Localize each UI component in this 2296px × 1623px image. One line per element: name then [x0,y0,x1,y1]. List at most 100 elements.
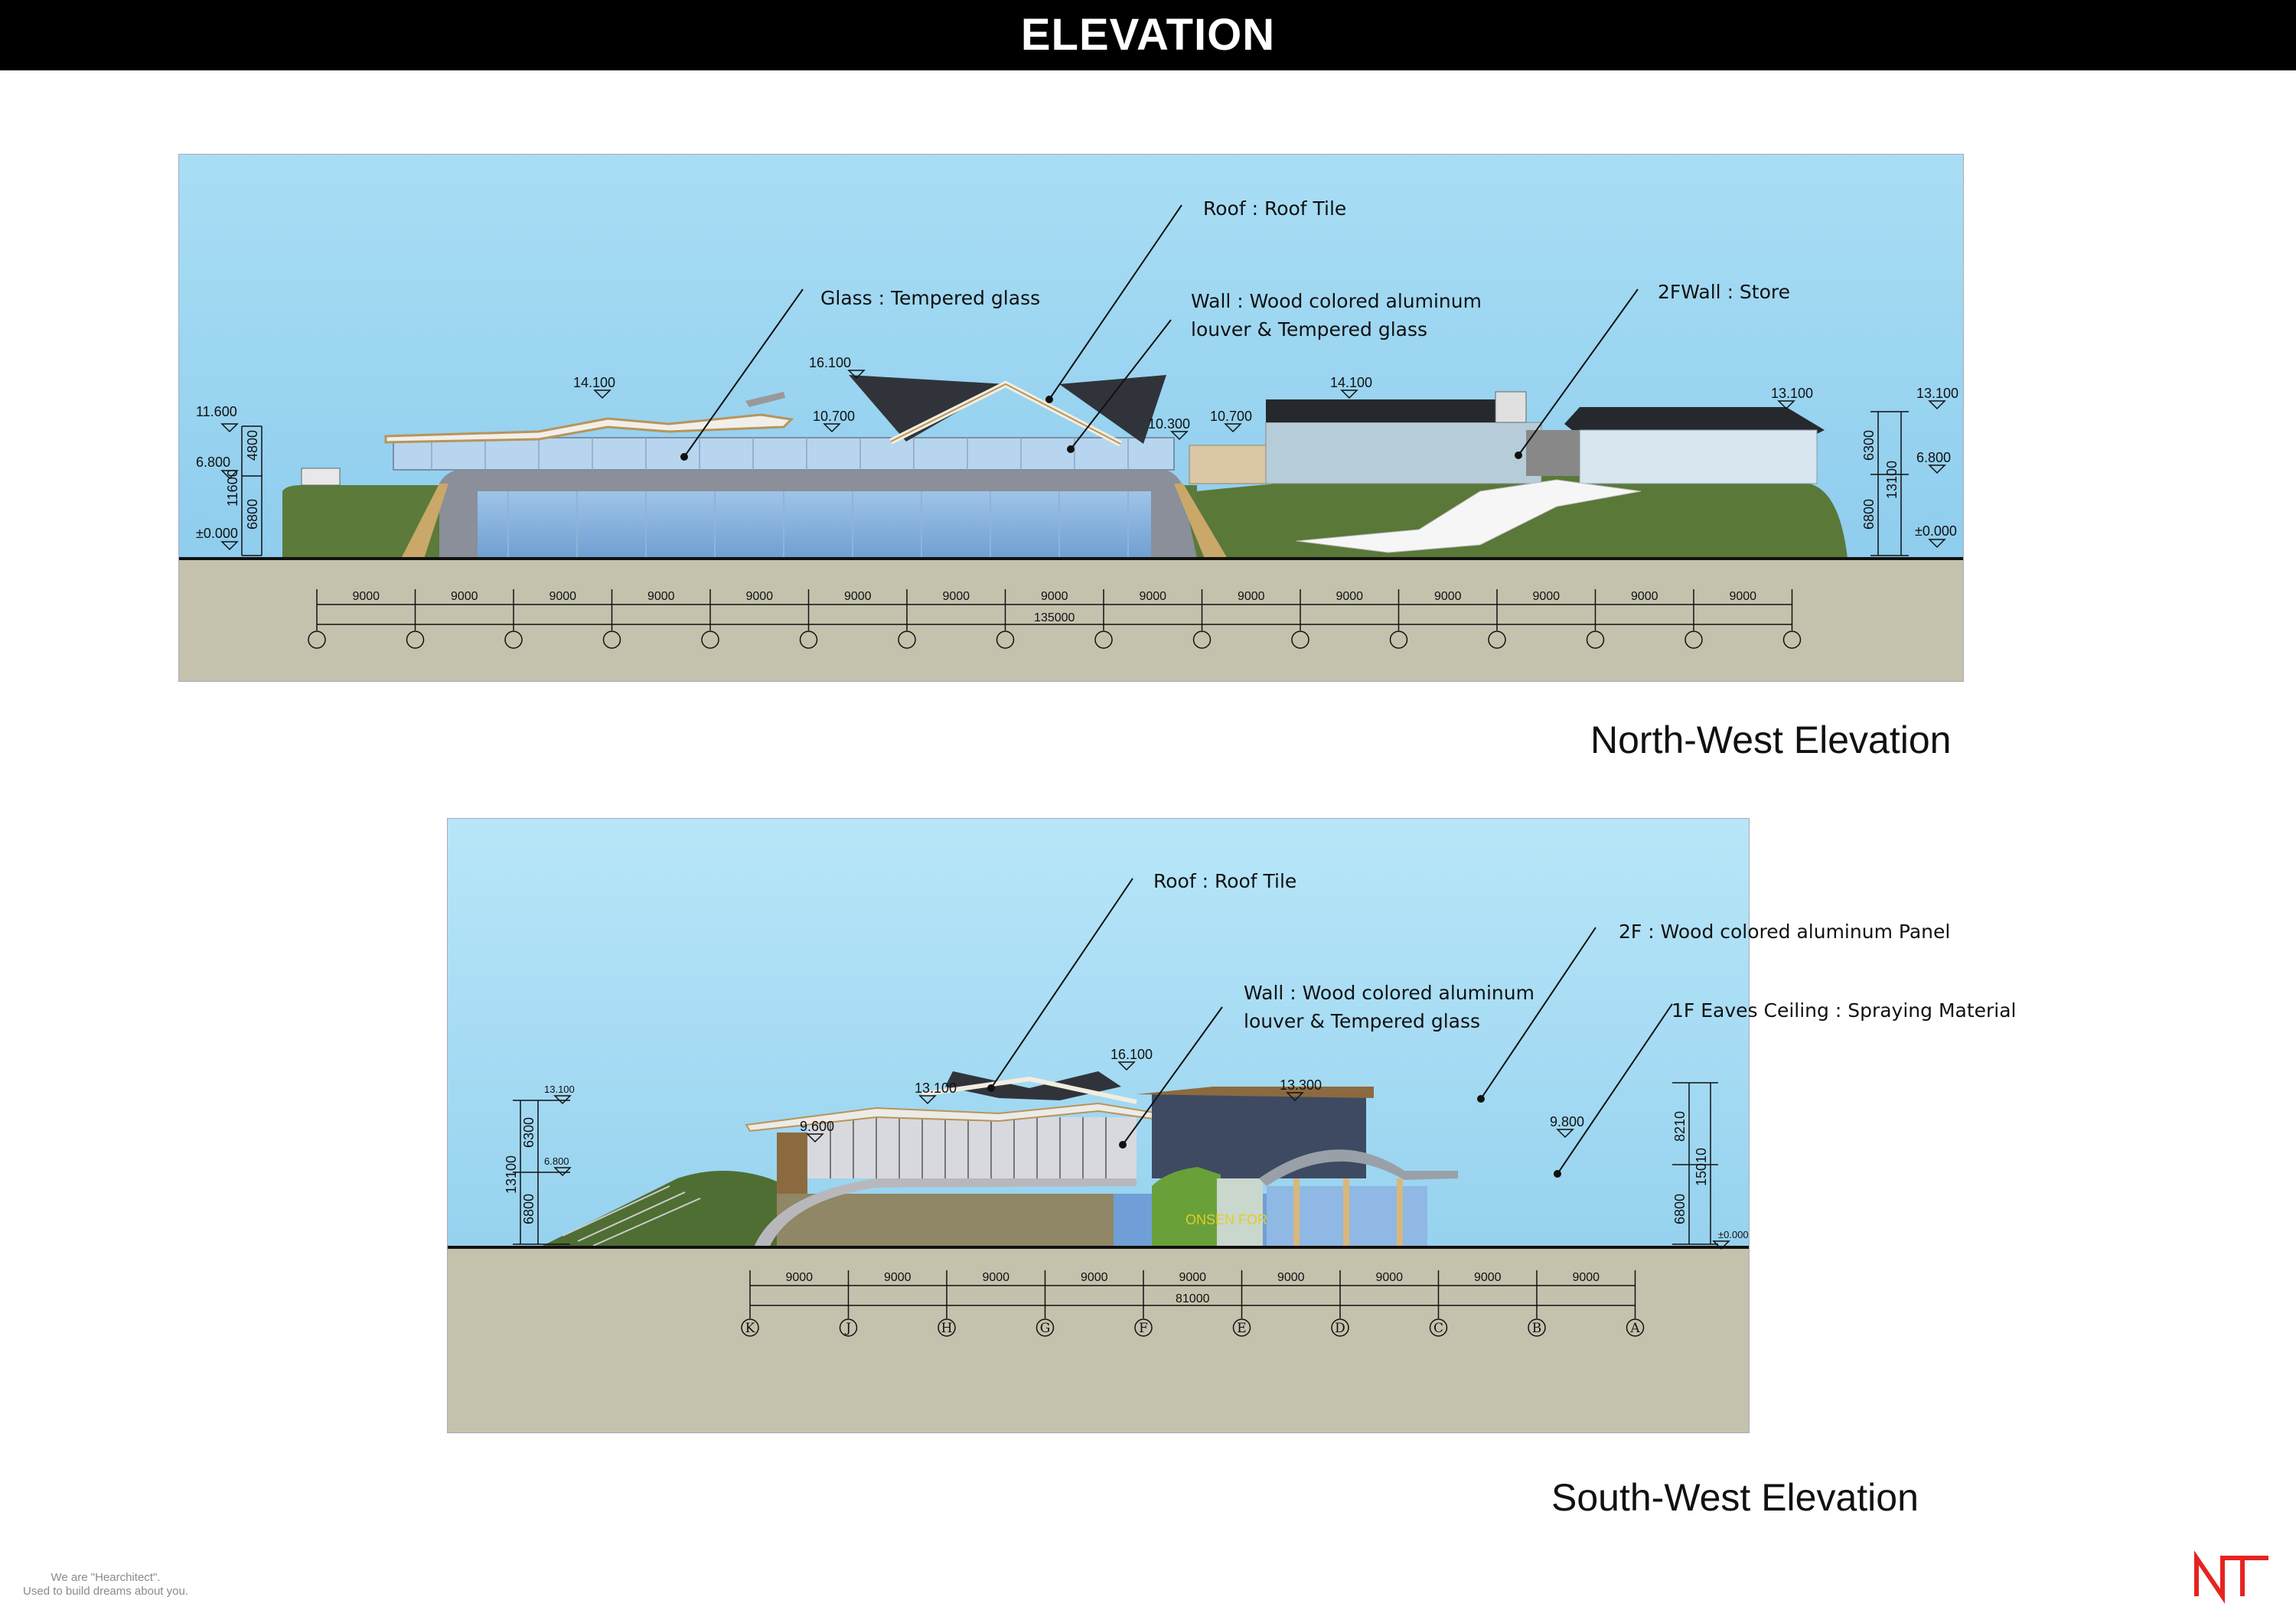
nw-grid-bubble [504,631,523,649]
nw-grid-bubble [1684,631,1703,649]
sw-dim-6800-right: 6800 [1672,1194,1688,1224]
nw-span-label: 9000 [451,590,478,603]
nw-span-label: 9000 [549,590,576,603]
sw-dark-roof [945,1071,1121,1100]
sw-grid-label: D [1335,1321,1345,1336]
eaves-canopy [1259,1149,1458,1186]
nw-grid-bubble [1488,631,1506,649]
landscape-stairs [1296,479,1642,553]
nw-dim-6800: 6800 [245,499,260,530]
roof-skylight [745,392,785,407]
sw-grid-label: A [1629,1321,1640,1336]
sw-note-roof: Roof : Roof Tile [1153,870,1296,892]
nw-level-13100a: 13.100 [1771,386,1813,401]
sw-level-0-right: ±0.000 [1718,1229,1749,1240]
nw-level-10700b: 10.700 [1210,409,1252,424]
nw-dim-6800-right: 6800 [1861,499,1877,530]
sign-panel [1217,1178,1263,1247]
sw-span-label: 9000 [1474,1271,1502,1284]
nw-span-label: 9000 [1631,590,1658,603]
sw-level-9600: 9.600 [800,1119,834,1134]
nw-grid-bubble [996,631,1015,649]
sw-grid-bubble [1134,1318,1153,1337]
sw-span-label: 9000 [1375,1271,1403,1284]
nw-grid-bubble [1782,631,1802,649]
sw-level-13100: 13.100 [915,1080,957,1096]
east-roof [1564,407,1825,434]
nw-grid-bubble [898,631,916,649]
nw-dimension-string: 9000 9000 9000 9000 9000 9000 9000 9000 9000 9000… [308,589,1802,649]
nw-grid-bubble [1291,631,1309,649]
nw-total-label: 135000 [1034,611,1075,624]
nw-dim-11600: 11600 [225,469,240,507]
nw-caption: North-West Elevation [1590,719,1952,761]
nw-grid-bubble [1586,631,1605,649]
sw-span-label: 9000 [1179,1271,1206,1284]
nw-span-label: 9000 [1532,590,1560,603]
nw-grid-bubble [308,631,326,649]
sw-note-wall-line1: Wall : Wood colored aluminum [1244,982,1534,1004]
north-west-elevation-drawing: Glass : Tempered glass Roof : Roof Tile … [178,154,1964,682]
sw-note-eaves: 1F Eaves Ceiling : Spraying Material [1671,999,2017,1022]
footer-tagline: We are "Hearchitect". Used to build drea… [14,1571,197,1599]
nw-dim-4800: 4800 [245,430,260,461]
nw-dim-13100: 13100 [1884,461,1900,499]
nw-span-label: 9000 [1139,590,1166,603]
nw-note-store: 2FWall : Store [1658,281,1790,303]
sw-span-label: 9000 [982,1271,1009,1284]
sw-grid-bubble [1528,1318,1546,1337]
upper-glazing [393,437,1175,471]
nw-note-wall-line2: louver & Tempered glass [1191,318,1427,341]
footer-line-2: Used to build dreams about you. [23,1585,188,1598]
sw-elevation-svg: ONSEN FOREST Roof : Roof Tile 2F : Wood … [448,819,1950,1432]
page-title: ELEVATION [1020,10,1276,60]
sw-grid-label: C [1433,1321,1443,1336]
east-glazing [1579,429,1818,484]
nw-level-10700a: 10.700 [813,409,855,424]
sw-caption: South-West Elevation [1551,1476,1919,1519]
louver-volume [807,1117,1137,1178]
central-roof-left [849,375,1006,442]
sw-grid-bubble [1626,1318,1645,1337]
sw-level-6800-left: 6.800 [544,1155,569,1167]
sw-grid-bubble [1331,1318,1349,1337]
sw-level-16100: 16.100 [1110,1047,1153,1062]
nw-span-label: 9000 [1336,590,1363,603]
left-roof [384,413,794,444]
sw-grid-label: E [1237,1321,1246,1336]
nw-span-label: 9000 [647,590,675,603]
sw-dim-6300: 6300 [521,1117,536,1148]
nw-note-wall-line1: Wall : Wood colored aluminum [1191,290,1482,312]
nw-level-0a: ±0.000 [196,526,238,541]
nw-level-6800a: 6.800 [196,455,230,470]
stone-base [777,1194,1114,1247]
nw-level-14100a: 14.100 [573,375,615,390]
sw-level-13300: 13.300 [1280,1077,1322,1093]
ground [448,1247,1749,1432]
sw-level-13100-left: 13.100 [544,1084,575,1095]
nw-span-label: 9000 [1041,590,1068,603]
glass-facade [478,491,1151,559]
nw-span-label: 9000 [942,590,970,603]
nw-note-roof: Roof : Roof Tile [1203,197,1346,220]
sw-grid-label: F [1139,1321,1148,1336]
sw-dim-15010: 15010 [1694,1148,1709,1186]
ground [179,559,1963,681]
brand-logo-icon [2194,1550,2268,1604]
nw-span-label: 9000 [844,590,872,603]
sw-note-wall-line2: louver & Tempered glass [1244,1010,1480,1032]
sw-grid-bubble [1035,1318,1055,1337]
nw-grid-bubble [1389,631,1408,649]
ramp-right [1174,484,1228,559]
nw-dim-6300: 6300 [1861,430,1877,461]
sw-note-panel: 2F : Wood colored aluminum Panel [1619,921,1950,943]
sw-grid-label: J [844,1321,851,1336]
nw-level-13100b: 13.100 [1916,386,1958,401]
sw-grid-bubble [741,1318,759,1337]
sw-grid-bubble [1429,1318,1448,1337]
sw-total-label: 81000 [1176,1292,1210,1305]
nw-level-0b: ±0.000 [1915,523,1957,539]
title-bar [0,0,2296,70]
nw-span-label: 9000 [745,590,773,603]
